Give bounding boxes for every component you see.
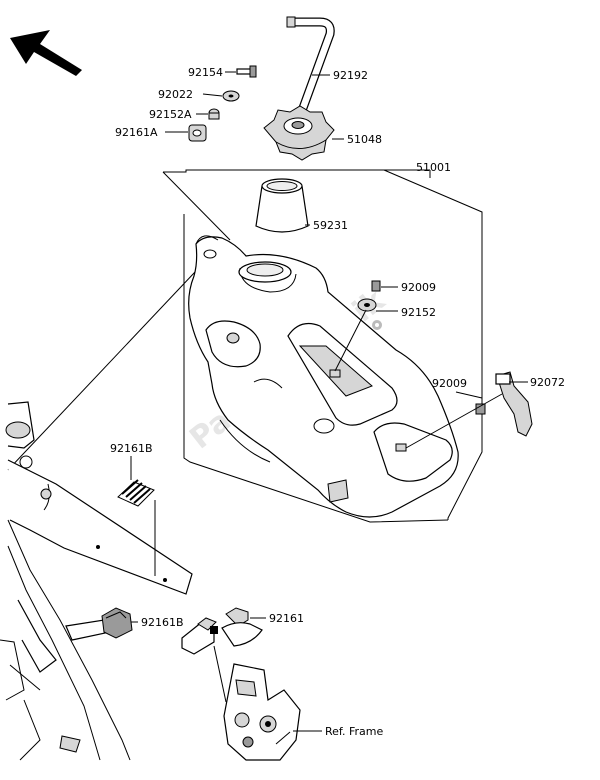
- label-92009-front: 92009: [432, 377, 467, 390]
- bolt-92009-front: [475, 403, 486, 415]
- assembly-outline: [7, 169, 483, 523]
- strap: [495, 371, 533, 437]
- ref-frame-label: Ref. Frame: [325, 725, 383, 738]
- collar-92152: [357, 298, 377, 312]
- hose: [286, 16, 335, 113]
- fuel-tank: [188, 235, 459, 518]
- cushion-92161a: [188, 124, 207, 142]
- cushion-92161b-lower: [101, 607, 133, 639]
- label-92161a: 92161A: [115, 126, 158, 139]
- bolt-92154: [236, 65, 257, 78]
- cushion-92161: [181, 607, 263, 655]
- label-92161: 92161: [269, 612, 304, 625]
- gear-icon: [372, 320, 382, 330]
- label-92154: 92154: [188, 66, 223, 79]
- direction-arrow-icon: [10, 30, 82, 76]
- label-92022: 92022: [158, 88, 193, 101]
- label-59231: 59231: [313, 219, 348, 232]
- frame-bracket: [213, 645, 301, 761]
- label-51001: 51001: [416, 161, 451, 174]
- filler-neck: [255, 178, 309, 233]
- frame: [0, 401, 193, 761]
- label-92152a: 92152A: [149, 108, 192, 121]
- collar-92152a: [208, 108, 220, 120]
- label-92192: 92192: [333, 69, 368, 82]
- label-92009-upper: 92009: [401, 281, 436, 294]
- label-51048: 51048: [347, 133, 382, 146]
- bolt-92009-upper: [371, 280, 381, 292]
- label-92161b-lower: 92161B: [141, 616, 184, 629]
- label-92152: 92152: [401, 306, 436, 319]
- label-92161b-upper: 92161B: [110, 442, 153, 455]
- label-92072: 92072: [530, 376, 565, 389]
- washer-92022: [222, 90, 240, 102]
- cushion-92161b-upper: [117, 479, 155, 507]
- tank-cap: [263, 105, 335, 161]
